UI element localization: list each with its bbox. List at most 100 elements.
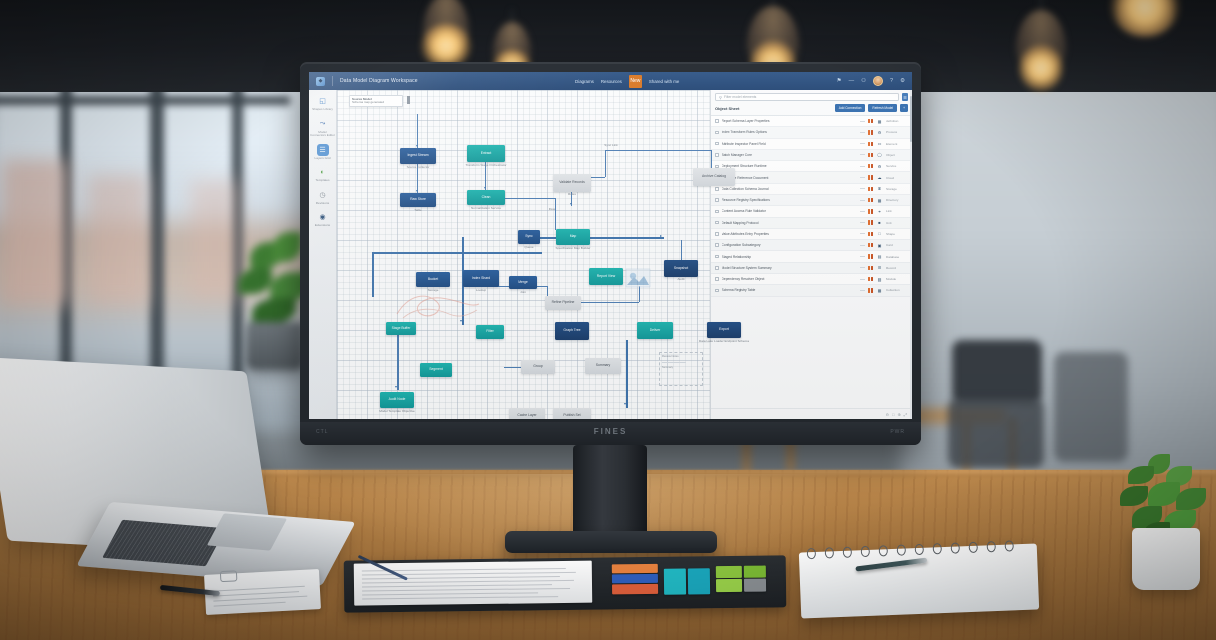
diagram-node[interactable]: Deliver xyxy=(637,322,673,339)
table-row[interactable]: Data Collection Schema Journal ⌸ Storage xyxy=(711,183,912,195)
table-row[interactable]: Deployment Structure Runtime ⚙ Service xyxy=(711,161,912,173)
row-checkbox[interactable] xyxy=(715,277,719,281)
row-checkbox[interactable] xyxy=(715,187,719,191)
diagram-node[interactable]: Refine Pipeline xyxy=(545,296,581,310)
expand-icon[interactable]: ⤢ xyxy=(903,411,907,417)
row-checkbox[interactable] xyxy=(715,288,719,293)
row-checkbox[interactable] xyxy=(715,266,719,270)
node-caption: Rules xyxy=(568,192,576,196)
grouping-box[interactable]: Review Notes Summary xyxy=(659,352,703,386)
nav-item-diagrams[interactable]: Diagrams xyxy=(575,78,594,84)
table-row[interactable]: Value Attributes Entry Properties □ Shap… xyxy=(711,228,912,241)
row-checkbox[interactable] xyxy=(715,254,719,259)
diagram-node[interactable]: Filter xyxy=(476,325,504,339)
diagram-node[interactable]: Report View xyxy=(589,268,623,285)
canvas-note[interactable]: Source Model Schema map generated xyxy=(349,95,403,108)
filter-button[interactable]: ☰ xyxy=(902,93,908,101)
add-connection-button[interactable]: Add Connection xyxy=(834,104,866,112)
diagram-node[interactable]: Clean xyxy=(467,190,505,205)
row-checkbox[interactable] xyxy=(715,119,719,123)
sidebar-item-layers[interactable]: ☰ Layers Grid xyxy=(310,143,336,161)
scrollbar-thumb[interactable] xyxy=(909,96,912,142)
app-logo-icon[interactable]: ◆ xyxy=(316,76,325,86)
row-divider xyxy=(859,177,865,179)
diagram-node[interactable]: Group xyxy=(521,360,555,374)
table-row[interactable]: Content Access Rule Validator ⚭ Link xyxy=(711,206,912,218)
sidebar-item-connectors[interactable]: ⤳ Model Connectors Editor xyxy=(310,118,336,138)
diagram-node[interactable]: Stage Buffer xyxy=(386,322,416,335)
diagram-node[interactable]: Validate Records xyxy=(553,174,591,192)
refresh-model-button[interactable]: Refresh Model xyxy=(868,104,898,112)
sidebar-item-extensions[interactable]: ◉ Extensions xyxy=(310,211,336,228)
nav-item-shared[interactable]: Shared with me xyxy=(648,78,680,84)
diagram-node[interactable]: Archive Catalog xyxy=(693,168,735,186)
table-row[interactable]: Schema Registry Table ▦ Collection xyxy=(711,285,912,297)
help-icon[interactable]: ? xyxy=(890,78,894,84)
notifications-icon[interactable]: ⚑ xyxy=(836,78,842,84)
row-checkbox[interactable] xyxy=(715,130,719,135)
table-row[interactable]: Configuration Subcategory ▣ Card xyxy=(711,240,912,252)
collaborators-icon[interactable]: ⚇ xyxy=(861,78,867,84)
diagram-node[interactable]: Export xyxy=(707,322,741,338)
user-avatar[interactable] xyxy=(873,76,884,86)
diagram-node[interactable]: Bucket xyxy=(416,272,450,287)
row-checkbox[interactable] xyxy=(715,243,719,247)
table-row[interactable]: Staged Relationship ▤ Database xyxy=(711,251,912,263)
table-row[interactable]: Dependency Resolver Object ▧ Module xyxy=(711,273,912,286)
row-divider xyxy=(859,210,865,212)
window-mullion xyxy=(232,0,243,430)
diagram-node[interactable]: Summary xyxy=(585,358,621,374)
diagram-node[interactable]: Merge xyxy=(509,276,537,289)
table-row[interactable]: Model Structure System Summary ☰ Record xyxy=(711,262,912,274)
diagram-node[interactable]: Segment xyxy=(420,363,452,377)
row-checkbox[interactable] xyxy=(715,220,719,225)
add-row-button[interactable]: + xyxy=(900,104,908,112)
row-checkbox[interactable] xyxy=(715,141,719,146)
table-row[interactable]: Index Transform Rules Options ⚙ Process xyxy=(711,127,912,139)
table-row[interactable]: Sequence Reference Document ☁ Cloud xyxy=(711,172,912,184)
row-checkbox[interactable] xyxy=(715,232,719,236)
diagram-node[interactable]: Extract xyxy=(467,145,505,162)
row-checkbox[interactable] xyxy=(715,198,719,202)
sidebar-item-label: Extensions xyxy=(314,223,331,228)
diagram-node[interactable]: Map xyxy=(556,229,590,245)
table-row[interactable]: Default Mapping Protocol ■ Unit xyxy=(711,217,912,229)
row-checkbox[interactable] xyxy=(715,153,719,157)
row-checkbox[interactable] xyxy=(715,209,719,214)
diagram-node[interactable]: Graph Tree xyxy=(555,322,589,340)
diagram-canvas[interactable]: Source Model Schema map generated xyxy=(337,90,749,419)
sidebar-item-templates[interactable]: ◐ Templates xyxy=(310,166,336,183)
table-row[interactable]: Batch Manager Core ◯ Object xyxy=(711,149,912,162)
share-icon[interactable]: — xyxy=(848,78,855,84)
search-input[interactable]: ⚲ Filter model elements xyxy=(715,93,899,101)
table-row[interactable]: Attribute Inspector Panel Field ▭ Elemen… xyxy=(711,138,912,150)
sidebar-item-revisions[interactable]: ◷ Revisions xyxy=(310,189,336,206)
zoom-out-icon[interactable]: ⊖ xyxy=(885,411,890,417)
zoom-in-icon[interactable]: ⊕ xyxy=(897,411,901,417)
row-name: Content Access Rule Validator xyxy=(721,209,766,214)
diagram-node[interactable]: Sync xyxy=(518,230,540,244)
sidebar-item-shapes[interactable]: ◱ Shapes Library xyxy=(310,95,336,112)
app-body: ◱ Shapes Library ⤳ Model Connectors Edit… xyxy=(309,90,912,419)
status-badge xyxy=(867,152,873,158)
diagram-node[interactable]: Snapshot xyxy=(664,260,698,277)
diagram-node[interactable]: Ingest Stream xyxy=(400,148,436,164)
diagram-node[interactable]: Cache Layer xyxy=(509,408,545,419)
nav-item-resources[interactable]: Resources xyxy=(600,78,622,84)
arrow-head xyxy=(415,190,418,192)
settings-icon[interactable]: ⚙ xyxy=(900,78,906,84)
vertical-scrollbar[interactable] xyxy=(909,90,912,419)
row-checkbox[interactable] xyxy=(715,164,719,169)
new-button[interactable]: New xyxy=(628,74,642,88)
diagram-node[interactable]: Audit Node xyxy=(380,392,414,408)
table-row[interactable]: Resource Registry Specifications ▦ Direc… xyxy=(711,194,912,207)
diagram-node[interactable]: Publish Set xyxy=(553,408,591,419)
link-icon: ⚭ xyxy=(877,208,882,214)
diagram-node[interactable]: Raw Store xyxy=(400,193,436,207)
fit-icon[interactable]: □ xyxy=(892,411,895,417)
monitor-power-tag[interactable]: PWR xyxy=(890,429,905,435)
row-name: Deployment Structure Runtime xyxy=(721,164,767,169)
diagram-node[interactable]: Index Shard xyxy=(463,270,499,287)
table-row[interactable]: Report Schema Layer Properties ▦ definit… xyxy=(711,116,912,128)
node-caption: Data Lake Loader Endpoint Schema xyxy=(699,339,749,343)
